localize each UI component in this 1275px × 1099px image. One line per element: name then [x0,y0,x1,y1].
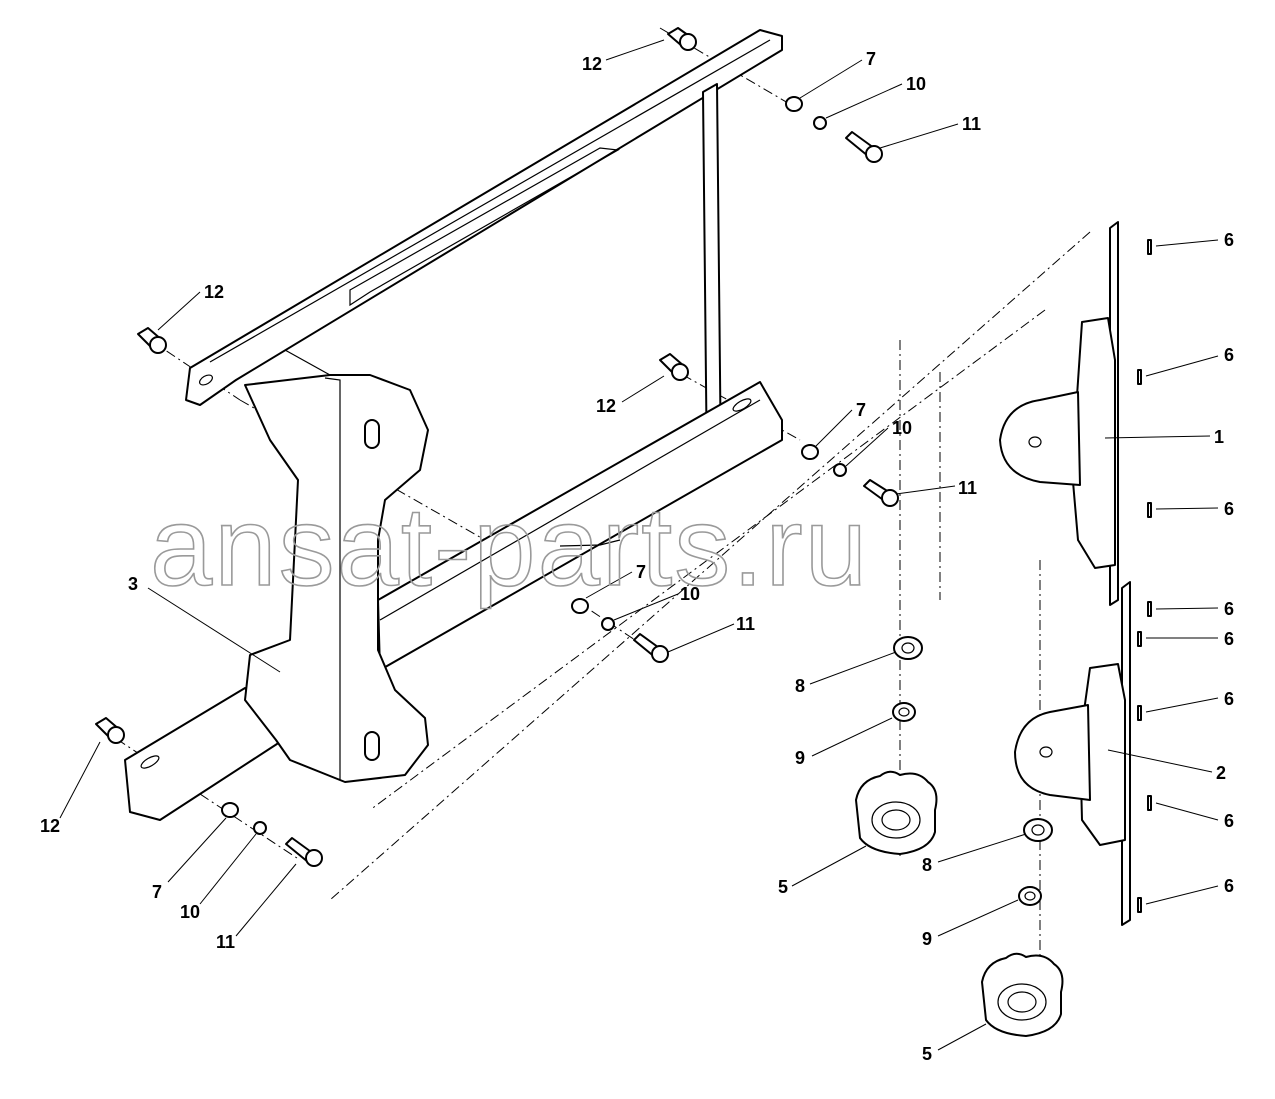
callout-8: 8 [922,855,932,875]
callout-6: 6 [1224,499,1234,519]
pin-part [1147,239,1152,255]
spring-washer-part [892,702,916,722]
flat-washer-part [893,636,923,660]
rivet-part [667,27,697,51]
watermark-text: ansat-parts.ru [150,484,869,609]
callout-2: 2 [1216,763,1226,783]
bracket-frame [124,29,783,821]
pin-part [1137,631,1142,647]
callout-12: 12 [40,816,60,836]
pin-part [1147,502,1152,518]
callout-10: 10 [680,584,700,604]
callout-5: 5 [922,1044,932,1064]
callout-12: 12 [204,282,224,302]
fasteners-group [221,96,899,867]
mount-clip-1 [999,221,1119,606]
pin-part [1147,601,1152,617]
knob-assembly-1 [855,636,938,855]
callout-10: 10 [892,418,912,438]
callout-8: 8 [795,676,805,696]
callout-6: 6 [1224,345,1234,365]
callout-7: 7 [152,882,162,902]
callouts: 12 7 10 11 12 12 7 10 11 3 7 10 11 1 2 6… [40,49,1234,1064]
flat-washer-part [1023,818,1053,842]
rivets-group [95,27,697,744]
callout-6: 6 [1224,629,1234,649]
lock-washer-part [813,116,827,130]
pin-part [1147,795,1152,811]
washer-part [571,598,589,614]
callout-3: 3 [128,574,138,594]
leader-lines [59,39,1219,1051]
lock-washer-part [833,463,847,477]
callout-7: 7 [856,400,866,420]
callout-11: 11 [216,932,235,952]
callout-5: 5 [778,877,788,897]
pin-part [1137,369,1142,385]
callout-12: 12 [582,54,602,74]
callout-6: 6 [1224,689,1234,709]
callout-10: 10 [906,74,926,94]
knob-part [855,770,938,855]
callout-11: 11 [736,614,755,634]
knob-assembly-2 [981,818,1064,1037]
knob-part [981,952,1064,1037]
callout-11: 11 [958,478,977,498]
callout-7: 7 [636,562,646,582]
lock-washer-part [253,821,267,835]
callout-6: 6 [1224,230,1234,250]
rivet-part [659,353,689,381]
washer-part [785,96,803,112]
spring-washer-part [1018,886,1042,906]
callout-9: 9 [922,929,932,949]
callout-6: 6 [1224,599,1234,619]
washer-part [801,444,819,460]
lock-washer-part [601,617,615,631]
pin-part [1137,897,1142,913]
callout-6: 6 [1224,811,1234,831]
rivet-part [95,717,125,744]
callout-10: 10 [180,902,200,922]
pin-part [1137,705,1142,721]
callout-6: 6 [1224,876,1234,896]
callout-9: 9 [795,748,805,768]
callout-11: 11 [962,114,981,134]
callout-12: 12 [596,396,616,416]
mount-clip-2 [1014,581,1131,926]
washer-part [221,802,239,818]
rivet-part [137,327,167,354]
callout-7: 7 [866,49,876,69]
pins-group [1137,239,1152,913]
callout-1: 1 [1214,427,1224,447]
